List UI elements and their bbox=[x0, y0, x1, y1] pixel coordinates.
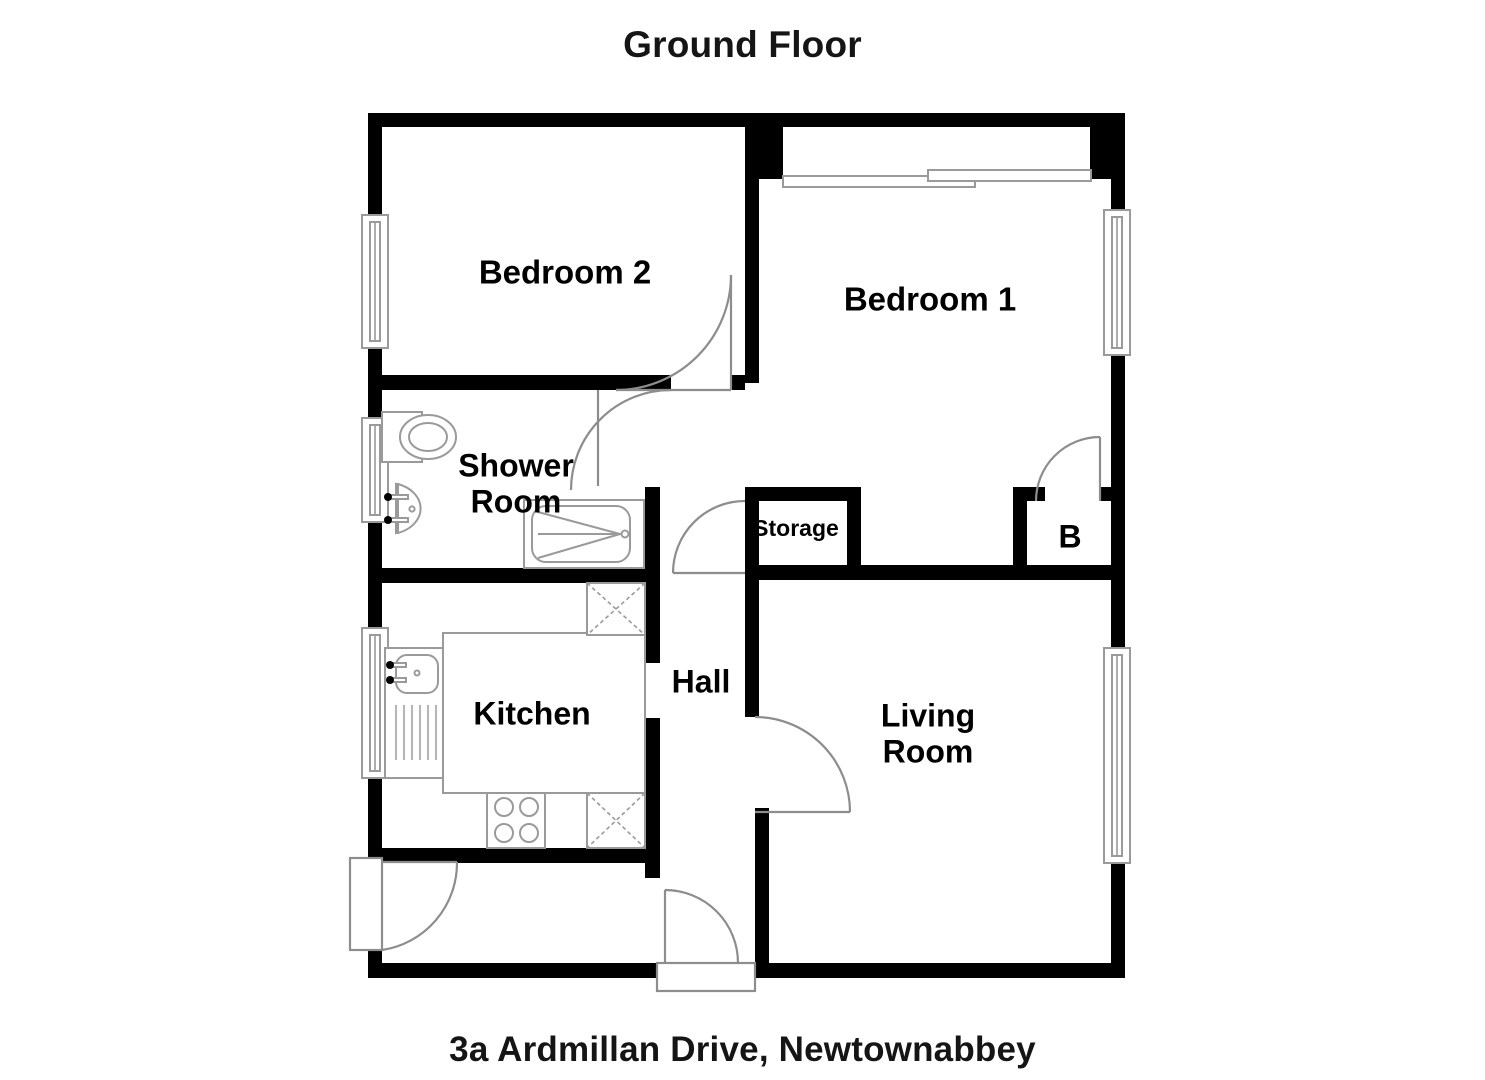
wall-exterior-right-c bbox=[1111, 862, 1125, 978]
wall-boiler-west bbox=[1013, 487, 1027, 567]
svg-text:Shower: Shower bbox=[458, 447, 574, 483]
wall-internal-shower-south bbox=[368, 568, 660, 583]
storage-door bbox=[671, 499, 746, 575]
kitchen-units-block bbox=[442, 632, 646, 794]
corner-cupboard-ne-icon bbox=[586, 582, 646, 636]
wall-internal-bed2-stub bbox=[731, 375, 745, 390]
boiler-cupboard-door bbox=[1034, 435, 1102, 502]
bedroom-2-door bbox=[615, 274, 733, 392]
wall-boiler-top bbox=[1013, 487, 1045, 501]
room-label-bedroom-2: Bedroom 2 bbox=[479, 254, 651, 291]
wall-storage-top bbox=[745, 487, 861, 501]
room-label-kitchen: Kitchen bbox=[473, 695, 590, 731]
shower-room-fixtures bbox=[381, 411, 645, 569]
room-label-boiler: B bbox=[1058, 518, 1081, 554]
living-room-window bbox=[1103, 647, 1131, 864]
address-caption: 3a Ardmillan Drive, Newtownabbey bbox=[449, 1030, 1036, 1069]
page-title: Ground Floor bbox=[623, 24, 862, 65]
wall-internal-kitchen-east-b bbox=[645, 718, 660, 878]
room-label-hall: Hall bbox=[672, 663, 731, 699]
svg-text:Room: Room bbox=[883, 733, 974, 769]
room-label-storage: Storage bbox=[753, 515, 839, 541]
wall-exterior-bottom-a bbox=[368, 963, 660, 978]
svg-text:Living: Living bbox=[881, 697, 975, 733]
bath-icon bbox=[523, 499, 645, 569]
room-label-living-room: Living Room bbox=[881, 697, 975, 769]
windows-group bbox=[361, 169, 1131, 864]
wall-exterior-left-a bbox=[368, 113, 382, 218]
wall-exterior-left-d bbox=[368, 775, 382, 862]
wash-basin-icon bbox=[384, 482, 422, 535]
doors-group bbox=[348, 274, 1102, 993]
wall-bed1-jamb-left bbox=[759, 127, 783, 179]
kitchen-window bbox=[361, 627, 389, 779]
bedroom-1-patio-window bbox=[782, 169, 1092, 188]
kitchen-drainer-icon bbox=[395, 705, 437, 760]
kitchen-hob-icon bbox=[486, 792, 546, 849]
shower-room-door bbox=[569, 388, 672, 491]
kitchen-fixtures bbox=[384, 582, 646, 849]
room-label-shower-room: Shower Room bbox=[458, 447, 574, 519]
front-entrance-door bbox=[655, 888, 757, 993]
room-labels-group: Bedroom 2 Bedroom 1 Shower Room Storage … bbox=[458, 254, 1081, 770]
wall-internal-living-top bbox=[745, 565, 1121, 580]
wall-exterior-right-b bbox=[1111, 352, 1125, 650]
room-label-bedroom-1: Bedroom 1 bbox=[844, 281, 1016, 318]
bedroom-1-window bbox=[1103, 209, 1131, 356]
wall-bed1-jamb-right bbox=[1090, 127, 1111, 179]
wall-exterior-bottom-b bbox=[755, 963, 1125, 978]
bedroom-2-window bbox=[361, 214, 389, 349]
rear-external-door bbox=[348, 856, 459, 952]
svg-text:Room: Room bbox=[471, 483, 562, 519]
wall-internal-kitchen-south bbox=[368, 848, 660, 863]
kitchen-sink-icon bbox=[386, 654, 439, 694]
wall-exterior-right-a bbox=[1111, 113, 1125, 212]
wall-internal-bed2-bottom bbox=[368, 375, 671, 390]
wall-internal-shower-east bbox=[645, 487, 660, 580]
wall-internal-hall-jog bbox=[755, 808, 769, 868]
toilet-icon bbox=[381, 411, 457, 463]
walls-group bbox=[368, 113, 1125, 978]
living-room-door bbox=[754, 715, 852, 814]
wall-internal-spine-b bbox=[745, 487, 759, 717]
wall-internal-spine-a bbox=[745, 113, 759, 383]
wall-storage-east bbox=[847, 487, 861, 565]
wall-boiler-right-jamb bbox=[1100, 487, 1111, 501]
corner-cupboard-se-icon bbox=[586, 792, 646, 849]
wall-internal-kitchen-east-a bbox=[645, 583, 660, 663]
